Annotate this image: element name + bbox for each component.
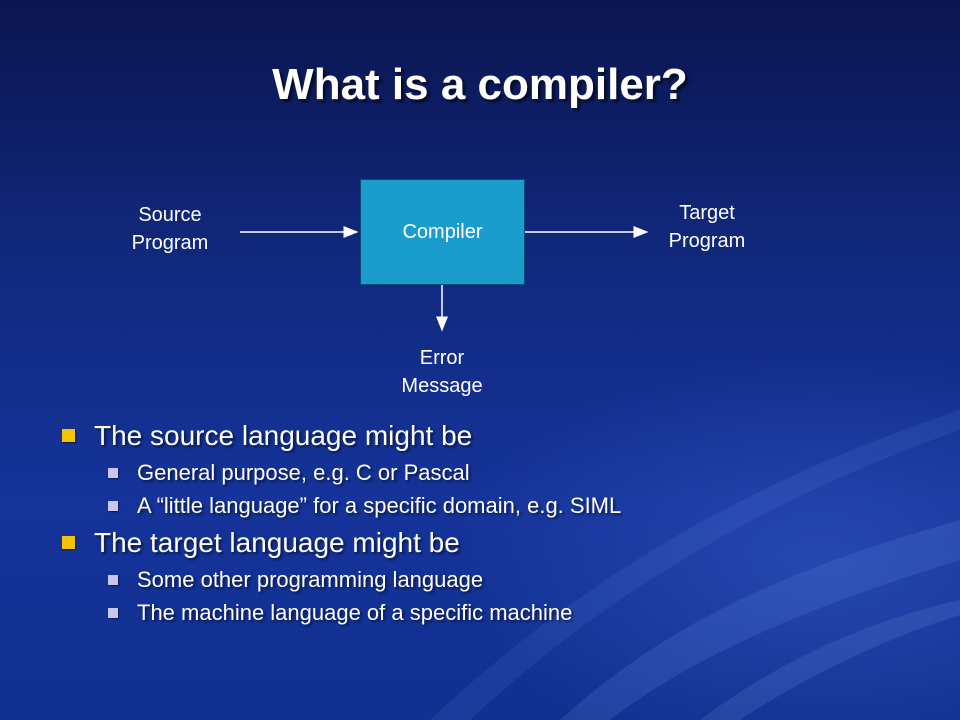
square-bullet-icon (108, 468, 118, 478)
bullet-text: The target language might be (94, 527, 460, 558)
square-bullet-icon (108, 575, 118, 585)
sub-bullet-text: General purpose, e.g. C or Pascal (137, 460, 470, 485)
square-bullet-icon (62, 429, 75, 442)
source-label-line2: Program (131, 232, 209, 254)
source-program-label: Source Program (110, 201, 230, 257)
target-label-line2: Program (668, 230, 746, 252)
slide-title: What is a compiler? (272, 60, 688, 109)
sub-bullet-item: A “little language” for a specific domai… (60, 489, 940, 522)
bullet-item: The source language might be (60, 418, 940, 454)
source-label-line1: Source (138, 204, 202, 226)
error-message-label: Error Message (382, 344, 502, 400)
compiler-box: Compiler (360, 179, 525, 285)
bullet-text: The source language might be (94, 420, 473, 451)
compiler-label: Compiler (402, 220, 483, 243)
bullet-item: The target language might be (60, 525, 940, 561)
bullet-list: The source language might be General pur… (60, 418, 940, 629)
square-bullet-icon (108, 501, 118, 511)
square-bullet-icon (62, 536, 75, 549)
target-label-line1: Target (679, 202, 735, 224)
error-label-line1: Error (419, 347, 465, 369)
error-label-line2: Message (401, 375, 483, 397)
sub-bullet-text: Some other programming language (137, 567, 484, 592)
sub-bullet-text: The machine language of a specific machi… (137, 600, 573, 625)
sub-bullet-item: The machine language of a specific machi… (60, 596, 940, 629)
sub-bullet-text: A “little language” for a specific domai… (137, 493, 622, 518)
sub-bullet-item: General purpose, e.g. C or Pascal (60, 456, 940, 489)
sub-bullet-item: Some other programming language (60, 563, 940, 596)
target-program-label: Target Program (647, 199, 767, 255)
square-bullet-icon (108, 608, 118, 618)
